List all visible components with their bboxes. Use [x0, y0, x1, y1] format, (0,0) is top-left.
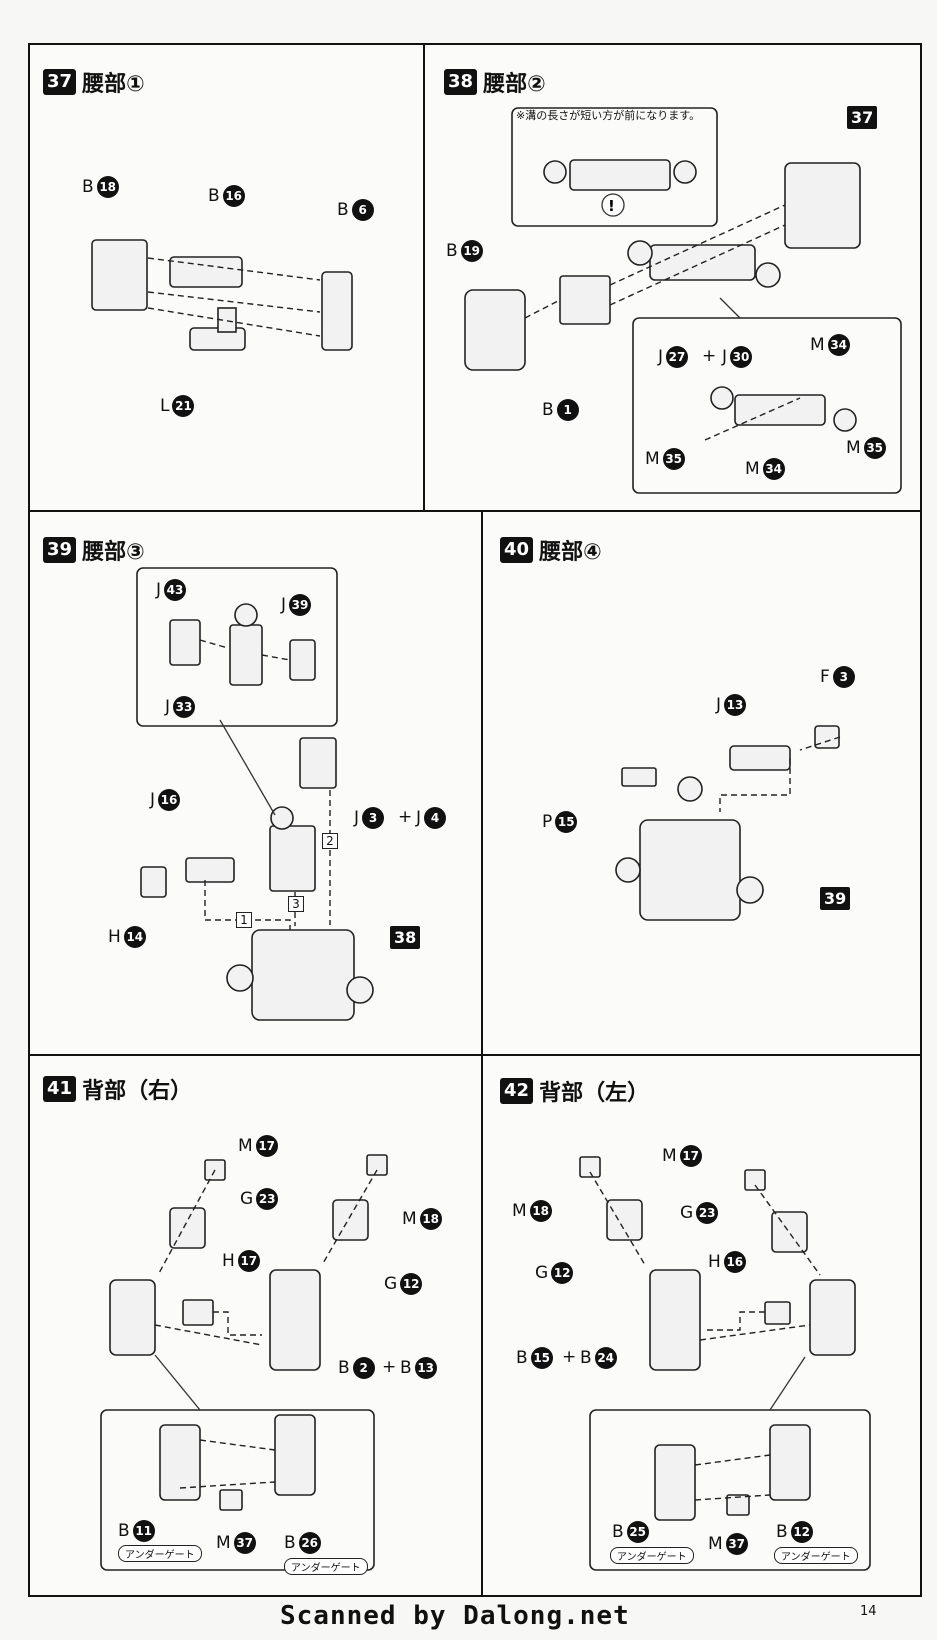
page-number: 14 — [860, 1604, 877, 1619]
gate-note: アンダーゲート — [774, 1547, 858, 1564]
divider-row1 — [28, 510, 922, 512]
step-37-header: 37 腰部① — [43, 66, 145, 98]
divider-bottom — [481, 1054, 483, 1597]
step-38-header: 38 腰部② — [444, 66, 546, 98]
plus-sign: + — [398, 807, 413, 827]
step-41-header: 41 背部（右） — [43, 1073, 192, 1105]
svg-text:!: ! — [608, 197, 615, 215]
step-number: 37 — [43, 69, 77, 95]
gate-note: アンダーゲート — [610, 1547, 694, 1564]
step-39-header: 39 腰部③ — [43, 534, 145, 566]
step-reference: 39 — [820, 887, 851, 910]
plus-sign: + — [562, 1347, 577, 1367]
scan-credit: Scanned by Dalong.net — [280, 1601, 630, 1631]
step-number: 38 — [444, 69, 478, 95]
step-title: 背部（左） — [539, 1081, 650, 1106]
divider-mid — [481, 510, 483, 1055]
step-title: 腰部① — [82, 72, 145, 97]
step-40-header: 40 腰部④ — [500, 534, 602, 566]
order-number: 2 — [322, 833, 338, 849]
step-title: 腰部③ — [82, 540, 145, 565]
assembly-note: ※溝の長さが短い方が前になります。 — [516, 109, 701, 122]
divider-top — [423, 43, 425, 511]
plus-sign: + — [382, 1357, 397, 1377]
divider-row2 — [28, 1054, 922, 1056]
step-42-header: 42 背部（左） — [500, 1075, 649, 1107]
plus-sign: + — [702, 346, 717, 366]
gate-note: アンダーゲート — [118, 1545, 202, 1562]
step-number: 42 — [500, 1078, 534, 1104]
step-reference: 37 — [847, 106, 878, 129]
order-number: 1 — [236, 912, 252, 928]
step-title: 腰部② — [483, 72, 546, 97]
gate-note: アンダーゲート — [284, 1558, 368, 1575]
step-number: 40 — [500, 537, 534, 563]
step-number: 41 — [43, 1076, 77, 1102]
order-number: 3 — [288, 896, 304, 912]
step-title: 背部（右） — [82, 1079, 193, 1104]
step-number: 39 — [43, 537, 77, 563]
step-reference: 38 — [390, 926, 421, 949]
step-title: 腰部④ — [539, 540, 602, 565]
